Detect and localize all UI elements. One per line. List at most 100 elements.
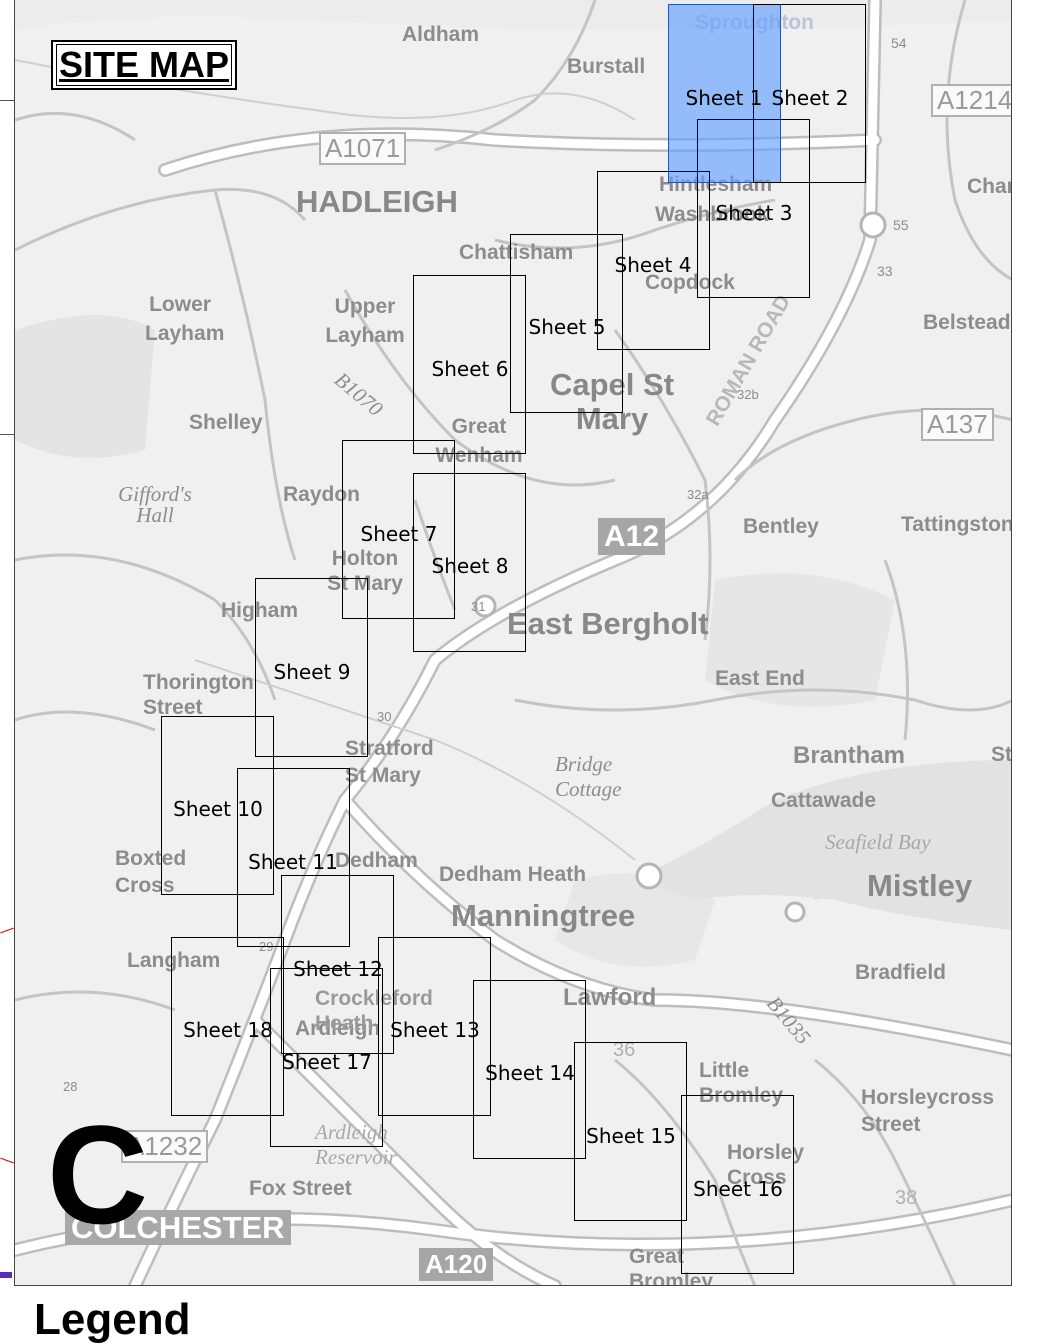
sheet-label-6[interactable]: Sheet 6 bbox=[431, 357, 509, 381]
sheet-label-16[interactable]: Sheet 16 bbox=[693, 1177, 783, 1201]
place-ardleigh-reservoir: Ardleigh Reservoir bbox=[315, 1120, 397, 1170]
section-letter: C bbox=[47, 1096, 149, 1253]
map-title: SITE MAP bbox=[51, 40, 238, 90]
place-boxted-cross: Boxted Cross bbox=[115, 847, 187, 898]
edge-red-line bbox=[0, 1157, 14, 1164]
sheet-label-7[interactable]: Sheet 7 bbox=[360, 522, 438, 546]
sheet-box-13[interactable] bbox=[378, 937, 491, 1116]
place-manningtree: Manningtree bbox=[451, 898, 636, 933]
place-seafield-bay: Seafield Bay bbox=[825, 830, 931, 854]
place-giffords-hall: Gifford's Hall bbox=[118, 482, 192, 527]
junction-31: 31 bbox=[471, 599, 486, 614]
junction-32a: 32a bbox=[687, 487, 709, 502]
road-label-a12: A12 bbox=[598, 518, 666, 555]
sheet-label-2[interactable]: Sheet 2 bbox=[771, 86, 849, 110]
place-east-end: East End bbox=[715, 667, 805, 690]
sheet-box-5[interactable] bbox=[510, 234, 623, 413]
place-lawford: Lawford bbox=[563, 984, 657, 1011]
sheet-label-3[interactable]: Sheet 3 bbox=[715, 201, 793, 225]
sheet-box-3[interactable] bbox=[697, 119, 810, 298]
sheet-label-17[interactable]: Sheet 17 bbox=[282, 1050, 372, 1074]
place-raydon: Raydon bbox=[283, 483, 361, 506]
sheet-label-15[interactable]: Sheet 15 bbox=[586, 1124, 676, 1148]
sheet-box-4[interactable] bbox=[597, 171, 710, 350]
map-title-text: SITE MAP bbox=[56, 44, 233, 86]
place-higham: Higham bbox=[221, 599, 299, 622]
sheet-label-9[interactable]: Sheet 9 bbox=[273, 660, 351, 684]
place-upper-layham: Upper Layham bbox=[325, 295, 405, 348]
edge-purple-mark bbox=[0, 1272, 12, 1278]
junction-33: 33 bbox=[877, 263, 893, 279]
sheet-box-9[interactable] bbox=[255, 578, 368, 757]
sheet-label-1[interactable]: Sheet 1 bbox=[685, 86, 763, 110]
place-burstall: Burstall bbox=[567, 55, 646, 78]
place-chattisham: Chattisham bbox=[459, 241, 574, 264]
sheet-box-15[interactable] bbox=[574, 1042, 687, 1221]
place-brantham: Brantham bbox=[793, 742, 906, 769]
sheet-label-8[interactable]: Sheet 8 bbox=[431, 554, 509, 578]
map-frame: Aldham Burstall Sproughton HADLEIGH Chat… bbox=[14, 0, 1012, 1286]
place-crockleford-heath: Crockleford Heath bbox=[315, 987, 433, 1036]
sheet-label-11[interactable]: Sheet 11 bbox=[248, 850, 338, 874]
sheet-box-1[interactable] bbox=[668, 4, 781, 183]
sheet-label-14[interactable]: Sheet 14 bbox=[485, 1061, 575, 1085]
sheet-box-18[interactable] bbox=[171, 937, 284, 1116]
sheet-box-7[interactable] bbox=[342, 440, 455, 619]
sheet-box-14[interactable] bbox=[473, 980, 586, 1159]
edge-divider bbox=[0, 100, 14, 101]
sheet-label-13[interactable]: Sheet 13 bbox=[390, 1018, 480, 1042]
sheet-label-5[interactable]: Sheet 5 bbox=[528, 315, 606, 339]
junction-55: 55 bbox=[893, 217, 909, 233]
junction-30: 30 bbox=[377, 709, 392, 724]
place-thorington-street: Thorington Street bbox=[143, 671, 254, 720]
place-horsleycross-street: Horsleycross Street bbox=[861, 1086, 995, 1137]
place-ardleigh: Ardleigh bbox=[295, 1017, 381, 1040]
place-shelley: Shelley bbox=[189, 411, 263, 434]
place-great-wenham: Great Wenham bbox=[435, 415, 523, 468]
place-st-osyth: St Osyth bbox=[991, 743, 1012, 766]
edge-divider bbox=[0, 434, 14, 435]
junction-54: 54 bbox=[891, 35, 907, 51]
place-dedham: Dedham bbox=[335, 849, 418, 872]
sheet-box-12[interactable] bbox=[281, 875, 394, 1054]
sheet-box-6[interactable] bbox=[413, 275, 526, 454]
place-bentley: Bentley bbox=[743, 515, 819, 538]
place-cattawade: Cattawade bbox=[771, 789, 877, 812]
junction-28: 28 bbox=[63, 1079, 78, 1094]
place-fox-street: Fox Street bbox=[249, 1177, 352, 1200]
sheet-label-18[interactable]: Sheet 18 bbox=[183, 1018, 273, 1042]
place-langham: Langham bbox=[127, 949, 221, 972]
place-bridge-cottage: Bridge Cottage bbox=[555, 752, 622, 802]
spot-height-38: 38 bbox=[895, 1187, 918, 1209]
place-bradfield: Bradfield bbox=[855, 961, 947, 984]
road-label-a137: A137 bbox=[921, 408, 994, 441]
sheet-label-10[interactable]: Sheet 10 bbox=[173, 797, 263, 821]
junction-32b: 32b bbox=[737, 387, 759, 402]
place-lower-layham: Lower Layham bbox=[145, 293, 225, 346]
place-belstead: Belstead bbox=[923, 311, 1011, 334]
sheet-label-4[interactable]: Sheet 4 bbox=[614, 253, 692, 277]
place-east-bergholt: East Bergholt bbox=[507, 606, 709, 641]
road-label-a1214: A1214 bbox=[931, 84, 1011, 117]
spot-height-36: 36 bbox=[613, 1039, 636, 1061]
place-capel-st-mary: Capel St Mary bbox=[549, 367, 675, 437]
sheet-box-16[interactable] bbox=[681, 1095, 794, 1274]
legend-heading: Legend bbox=[34, 1295, 191, 1344]
os-basemap bbox=[15, 0, 1011, 1285]
road-label-a1232: A1232 bbox=[121, 1130, 209, 1163]
place-copdock: Copdock bbox=[645, 271, 735, 294]
sheet-label-12[interactable]: Sheet 12 bbox=[293, 957, 383, 981]
sheet-box-17[interactable] bbox=[270, 968, 383, 1147]
place-dedham-heath: Dedham Heath bbox=[439, 863, 587, 886]
place-aldham: Aldham bbox=[402, 23, 480, 46]
place-colchester: COLCHESTER bbox=[65, 1210, 291, 1245]
sheet-box-10[interactable] bbox=[161, 716, 274, 895]
place-horsley-cross: Horsley Cross bbox=[727, 1141, 805, 1190]
road-label-a120: A120 bbox=[419, 1248, 494, 1281]
place-hadleigh: HADLEIGH bbox=[296, 184, 458, 219]
sheet-box-11[interactable] bbox=[237, 768, 350, 947]
sheet-box-8[interactable] bbox=[413, 473, 526, 652]
road-label-a1071: A1071 bbox=[319, 132, 407, 165]
edge-red-line bbox=[0, 927, 14, 934]
place-washbrook: Washbrook bbox=[655, 203, 769, 226]
